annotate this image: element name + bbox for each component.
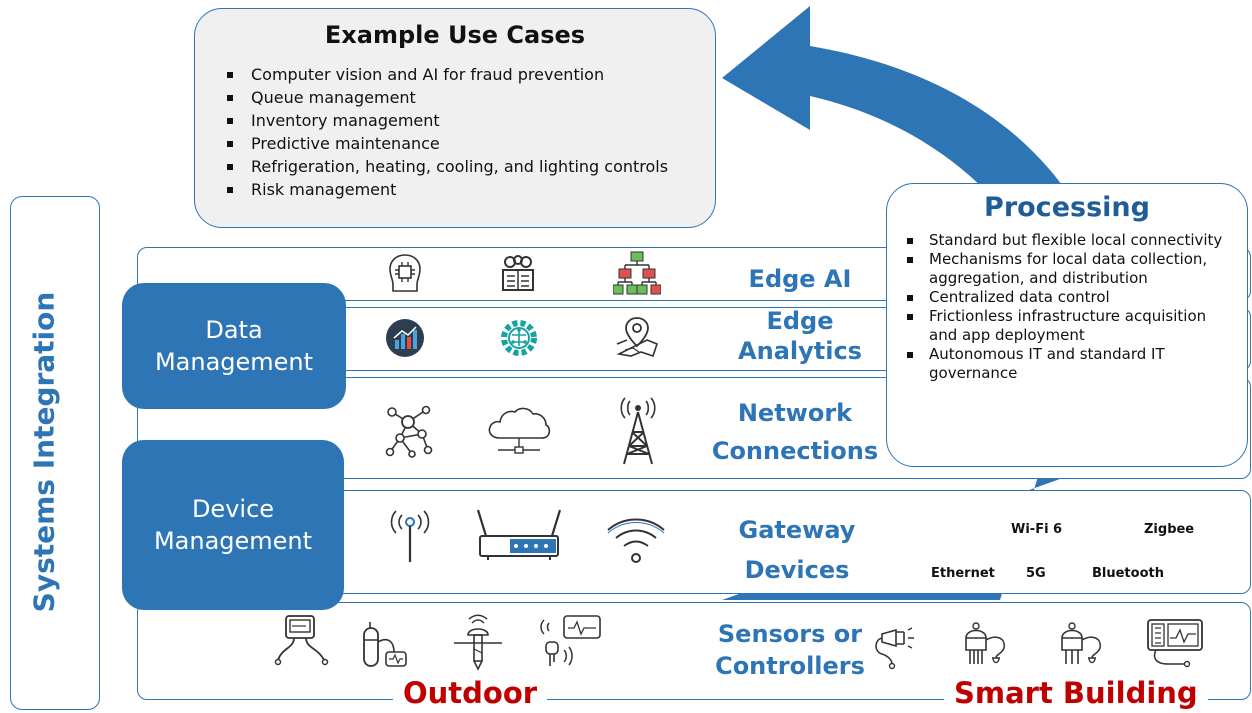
- circuit-gear-icon: [501, 320, 537, 356]
- list-item: Predictive maintenance: [225, 132, 715, 155]
- list-item: Risk management: [225, 178, 715, 201]
- systems-integration-label: Systems Integration: [27, 291, 61, 613]
- device-management-box: Device Management: [122, 440, 344, 610]
- smart-sensor-probe-icon: [965, 622, 1005, 664]
- sensors-line2: Controllers: [715, 652, 865, 680]
- smart-plug-icon: [875, 627, 914, 670]
- device-management-line1: Device: [191, 495, 275, 523]
- wifi6-label: Wi-Fi 6: [1011, 522, 1063, 537]
- 5g-label: 5G: [1026, 566, 1046, 581]
- processing-box: Processing Standard but flexible local c…: [886, 183, 1248, 467]
- use-cases-box: Example Use Cases Computer vision and AI…: [194, 8, 716, 228]
- use-cases-title: Example Use Cases: [324, 21, 586, 49]
- analytics-chart-icon: [386, 319, 424, 357]
- list-item: Mechanisms for local data collection, ag…: [905, 250, 1225, 288]
- gateway-devices-label: Gateway Devices: [722, 510, 872, 590]
- bluetooth-label: Bluetooth: [1092, 566, 1164, 581]
- decision-tree-icon: [613, 251, 661, 295]
- network-line1: Network: [737, 399, 853, 427]
- edge-analytics-line1: Edge: [766, 307, 834, 335]
- antenna-signal-icon: [390, 510, 430, 562]
- network-nodes-icon: [385, 405, 433, 458]
- outdoor-sensor-display-icon: [274, 615, 329, 666]
- data-management-line1: Data: [205, 316, 263, 344]
- processing-title: Processing: [984, 192, 1150, 223]
- network-line2: Connections: [711, 437, 879, 465]
- outdoor-label: Outdoor: [393, 676, 548, 710]
- list-item: Standard but flexible local connectivity: [905, 231, 1225, 250]
- network-connections-label: Network Connections: [705, 394, 885, 470]
- list-item: Refrigeration, heating, cooling, and lig…: [225, 155, 715, 178]
- list-item: Queue management: [225, 86, 715, 109]
- device-management-line2: Management: [153, 527, 313, 555]
- use-cases-list: Computer vision and AI for fraud prevent…: [225, 63, 715, 201]
- smart-building-label: Smart Building: [944, 676, 1208, 710]
- systems-integration-box: [10, 196, 100, 710]
- smart-sensor-probe-icon: [1061, 622, 1101, 664]
- list-item: Centralized data control: [905, 288, 1225, 307]
- gateway-line1: Gateway: [738, 516, 856, 544]
- data-management-box: Data Management: [122, 283, 346, 409]
- gears-book-icon: [502, 255, 534, 291]
- edge-analytics-line2: Analytics: [738, 337, 862, 365]
- soil-sensor-icon: [363, 622, 407, 667]
- list-item: Computer vision and AI for fraud prevent…: [225, 63, 715, 86]
- gateway-line2: Devices: [744, 556, 850, 584]
- cloud-network-icon: [488, 407, 551, 454]
- list-item: Frictionless infrastructure acquisition …: [905, 307, 1225, 345]
- cell-tower-icon: [620, 397, 656, 465]
- ground-probe-sensor-icon: [454, 614, 502, 671]
- sensors-line1: Sensors or: [717, 620, 863, 648]
- map-pin-icon: [616, 317, 658, 358]
- zigbee-label: Zigbee: [1144, 522, 1195, 537]
- data-management-line2: Management: [154, 348, 314, 376]
- sensors-controllers-label: Sensors or Controllers: [710, 618, 870, 682]
- edge-ai-label: Edge AI: [748, 265, 852, 293]
- ethernet-label: Ethernet: [931, 566, 995, 581]
- wireless-sensor-icon: [540, 615, 601, 666]
- wifi-icon: [607, 518, 665, 563]
- edge-analytics-label: Edge Analytics: [725, 306, 875, 366]
- control-panel-display-icon: [1147, 619, 1203, 668]
- list-item: Inventory management: [225, 109, 715, 132]
- ai-brain-chip-icon: [389, 254, 421, 292]
- list-item: Autonomous IT and standard IT governance: [905, 345, 1225, 383]
- router-icon: [476, 509, 562, 560]
- processing-list: Standard but flexible local connectivity…: [905, 231, 1225, 383]
